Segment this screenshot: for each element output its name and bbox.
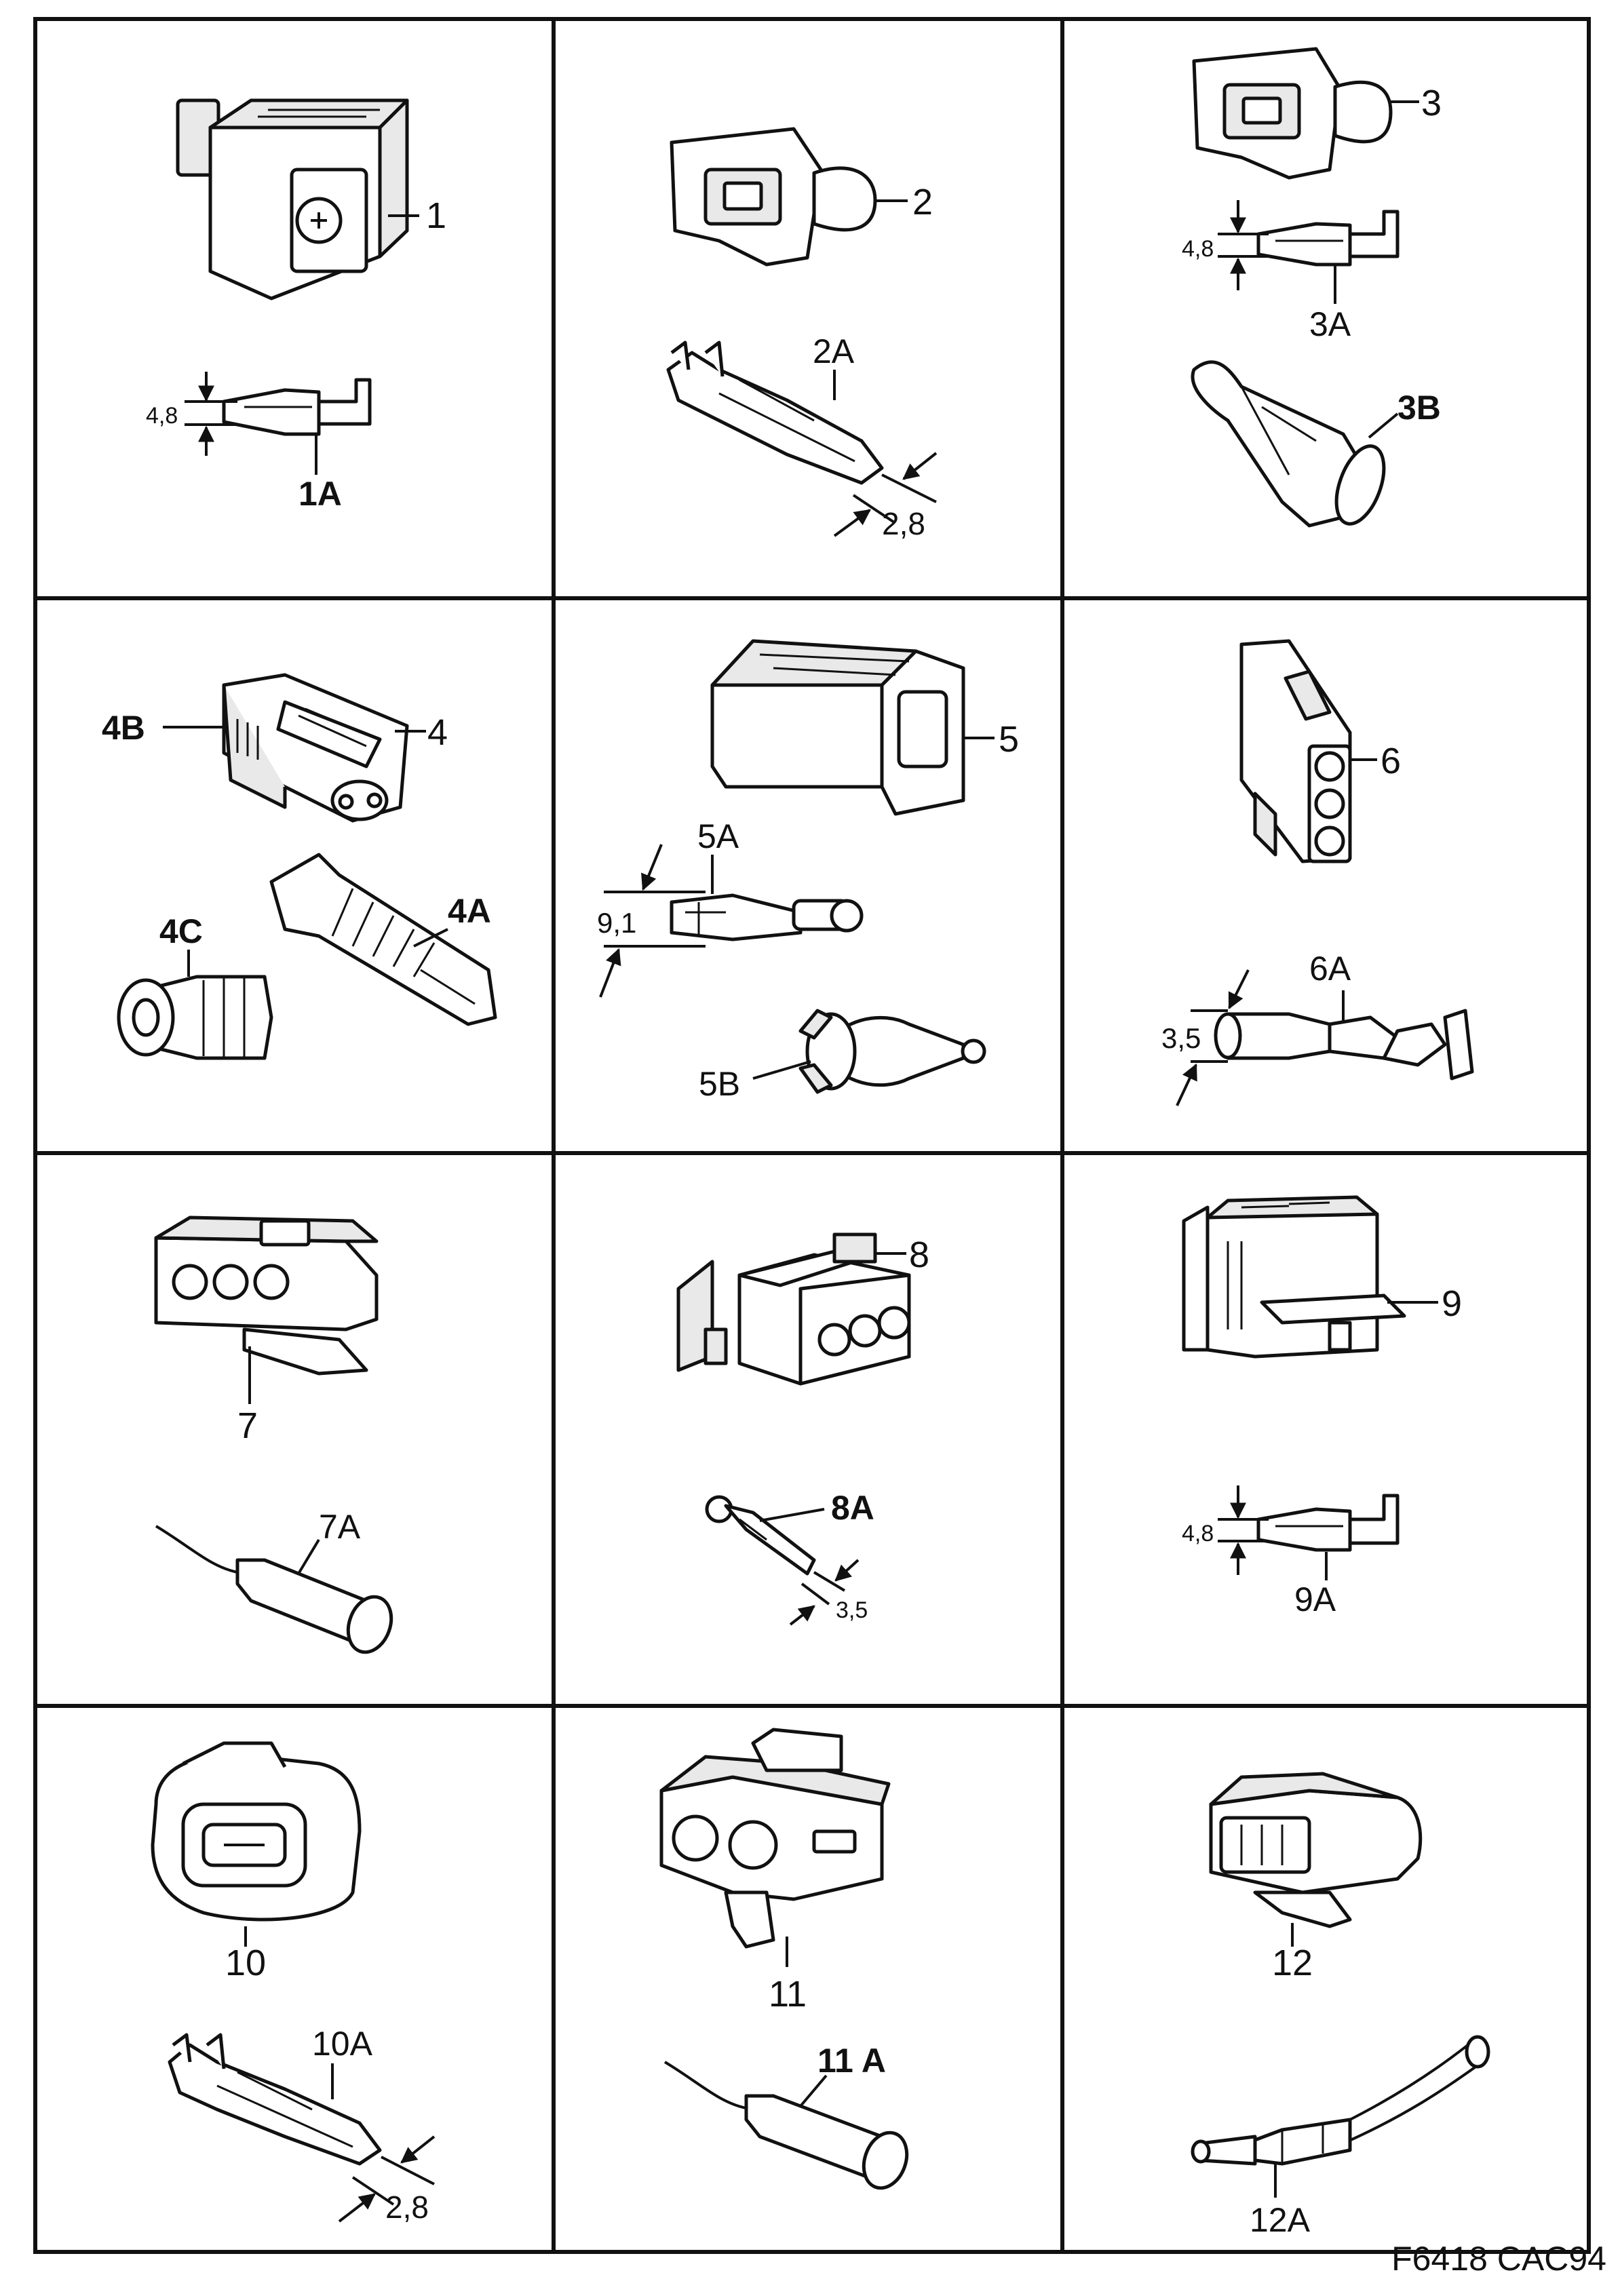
- boot-3B-drawing: [1191, 360, 1386, 528]
- connector-3-drawing: [1192, 47, 1393, 180]
- connector-5-drawing: [710, 639, 965, 816]
- label-8: 8: [909, 1234, 929, 1275]
- label-6A: 6A: [1309, 950, 1351, 988]
- label-7: 7: [237, 1405, 258, 1446]
- dim-8A: 3,5: [836, 1597, 868, 1623]
- dim-1A: 4,8: [146, 403, 178, 429]
- label-1: 1: [426, 195, 446, 236]
- connector-12-drawing: [1209, 1772, 1423, 1928]
- label-6: 6: [1381, 741, 1401, 781]
- connector-2-drawing: [670, 127, 877, 267]
- label-3: 3: [1421, 83, 1442, 123]
- cell-9: 9 4,8 9A: [1182, 1195, 1462, 1618]
- terminal-9A-drawing: [1256, 1494, 1400, 1552]
- figure-code: F6418 CAC94: [1391, 2240, 1606, 2278]
- label-2A: 2A: [813, 332, 855, 370]
- cell-6: 6 3,5 6A: [1161, 639, 1474, 1106]
- terminal-3A-drawing: [1256, 210, 1400, 267]
- dim-5A: 9,1: [597, 907, 636, 939]
- cell-12: 12 12A: [1191, 1772, 1490, 2239]
- terminal-7A-drawing: [155, 1525, 393, 1654]
- cell-2: 2 2A 2,8: [666, 127, 938, 541]
- label-10: 10: [225, 1943, 266, 1983]
- terminal-1A-drawing: [222, 378, 372, 436]
- dim-9A: 4,8: [1182, 1521, 1214, 1546]
- label-4: 4: [427, 712, 448, 753]
- label-12A: 12A: [1250, 2201, 1311, 2239]
- connector-10-drawing: [151, 1741, 362, 1922]
- grid-frame: [33, 17, 1591, 2254]
- dim-10A: 2,8: [385, 2190, 429, 2225]
- label-3B: 3B: [1397, 389, 1441, 427]
- cell-10: 10 10A 2,8: [151, 1741, 436, 2225]
- cell-7: 7 7A: [154, 1215, 393, 1654]
- dim-2A: 2,8: [882, 506, 925, 541]
- dim-3A: 4,8: [1182, 236, 1214, 262]
- terminal-5A-drawing: [670, 893, 864, 941]
- terminal-6A-drawing: [1214, 1009, 1474, 1081]
- label-10A: 10A: [312, 2025, 373, 2063]
- connector-9-drawing: [1182, 1195, 1406, 1359]
- label-4B: 4B: [102, 709, 145, 747]
- label-2: 2: [912, 182, 933, 222]
- cell-1: 1 4,8 1A: [146, 98, 446, 513]
- label-11A: 11 A: [817, 2042, 886, 2080]
- cell-4: 4 4B 4C 4A: [102, 673, 497, 1060]
- label-9A: 9A: [1294, 1580, 1336, 1618]
- terminal-10A-drawing: [168, 2033, 382, 2166]
- terminal-12A-drawing: [1191, 2035, 1490, 2166]
- terminal-11A-drawing: [663, 2061, 909, 2190]
- label-4A: 4A: [448, 892, 491, 930]
- connector-4-drawing: [222, 673, 409, 823]
- connector-1-drawing: [176, 98, 409, 300]
- label-5: 5: [999, 719, 1019, 760]
- connector-6-drawing: [1239, 639, 1352, 863]
- label-9: 9: [1442, 1283, 1462, 1324]
- label-1A: 1A: [298, 475, 342, 513]
- label-7A: 7A: [319, 1508, 361, 1546]
- connector-11-drawing: [659, 1728, 891, 1949]
- cell-8: 8 8A 3,5: [676, 1232, 929, 1626]
- terminal-8A-drawing: [705, 1495, 816, 1576]
- label-3A: 3A: [1309, 305, 1351, 343]
- seal-5B-drawing: [798, 1009, 986, 1094]
- dim-6A: 3,5: [1161, 1022, 1201, 1054]
- label-5B: 5B: [699, 1065, 740, 1103]
- cell-3: 3 4,8 3A 3B: [1182, 47, 1442, 528]
- seal-4C-drawing: [117, 975, 273, 1060]
- connector-8-drawing: [676, 1232, 911, 1386]
- cell-11: 11 11 A: [659, 1728, 909, 2190]
- cell-5: 5 9,1 5A 5B: [597, 639, 1019, 1103]
- label-11: 11: [769, 1974, 807, 2015]
- label-12: 12: [1272, 1943, 1313, 1983]
- connector-7-drawing: [154, 1215, 379, 1376]
- terminal-2A-drawing: [666, 340, 884, 485]
- label-5A: 5A: [697, 817, 739, 855]
- terminal-housing-4A-drawing: [269, 853, 497, 1026]
- label-8A: 8A: [831, 1489, 874, 1527]
- label-4C: 4C: [159, 912, 203, 950]
